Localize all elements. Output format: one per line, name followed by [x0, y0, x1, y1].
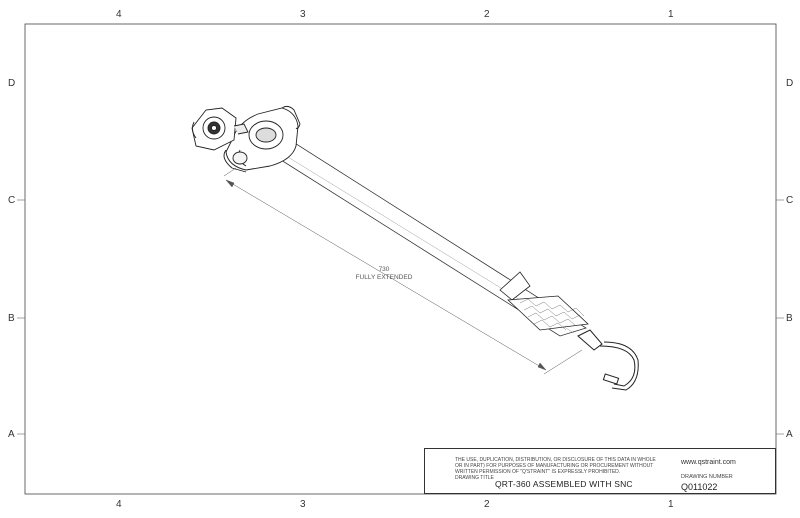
zone-row-a-right: A [786, 429, 793, 440]
zone-col-2-bottom: 2 [484, 499, 490, 510]
drawing-title: QRT-360 ASSEMBLED WITH SNC [495, 479, 633, 489]
zone-col-2-top: 2 [484, 9, 490, 20]
dimension-line [223, 167, 583, 375]
zone-ticks [17, 199, 784, 435]
zone-col-3-top: 3 [300, 9, 306, 20]
retractor-body [223, 105, 301, 173]
dimension-label: 730 FULLY EXTENDED [344, 266, 424, 282]
zone-row-a-left: A [8, 429, 15, 440]
zone-col-4-top: 4 [116, 9, 122, 20]
drawing-number-label: DRAWING NUMBER [681, 474, 733, 480]
title-block: THE USE, DUPLICATION, DISTRIBUTION, OR D… [424, 448, 776, 494]
dimension-note: FULLY EXTENDED [355, 274, 413, 281]
zone-col-4-bottom: 4 [116, 499, 122, 510]
zone-row-b-right: B [786, 313, 793, 324]
drawing-number: Q011022 [681, 482, 718, 492]
zone-row-d-right: D [786, 78, 794, 89]
zone-col-1-bottom: 1 [668, 499, 674, 510]
drawing-title-label: DRAWING TITLE [455, 475, 494, 481]
company-website: www.qstraint.com [681, 459, 736, 466]
drawing-border [24, 23, 777, 495]
dimension-value: 730 [378, 266, 390, 273]
zone-row-b-left: B [8, 313, 15, 324]
zone-row-c-left: C [8, 195, 16, 206]
snap-hook [577, 329, 639, 391]
zone-row-c-right: C [786, 195, 794, 206]
proprietary-notice: THE USE, DUPLICATION, DISTRIBUTION, OR D… [455, 457, 656, 475]
tension-knob [191, 107, 249, 151]
zone-row-d-left: D [8, 78, 16, 89]
zone-col-1-top: 1 [668, 9, 674, 20]
zone-col-3-bottom: 3 [300, 499, 306, 510]
buckle-plate [499, 271, 589, 331]
